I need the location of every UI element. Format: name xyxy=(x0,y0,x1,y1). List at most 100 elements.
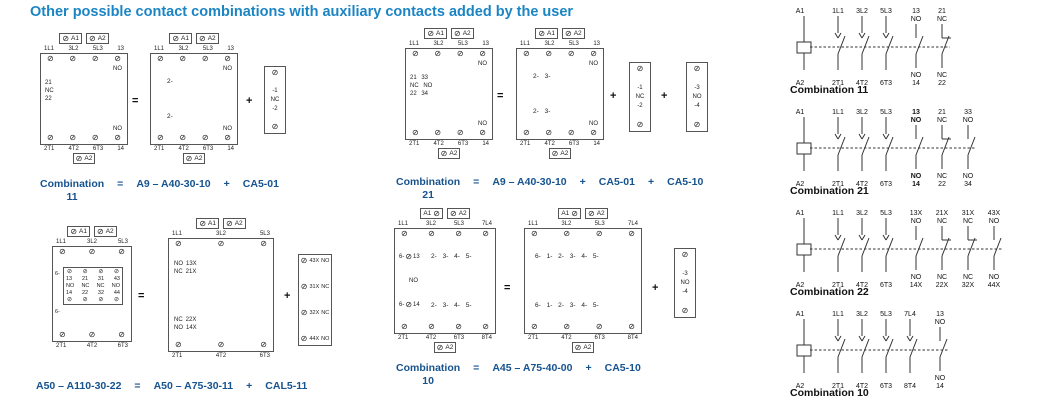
aux-marking: -1 xyxy=(637,85,643,91)
coil-symbol xyxy=(796,344,812,357)
pole-label: 2T1 xyxy=(398,335,409,341)
screw-terminal-icon: ⊘ xyxy=(434,128,442,137)
product-code: CA5-01 xyxy=(598,176,635,188)
schematic-label: 5L3 xyxy=(880,8,892,15)
slot-marking: 2- 3- xyxy=(533,73,551,80)
aux-contact-type: NC xyxy=(96,283,105,289)
wire xyxy=(885,32,890,39)
schematic-label: A2 xyxy=(796,80,805,87)
pole-label: 6T3 xyxy=(92,146,104,152)
pole-label: 5L3 xyxy=(594,221,605,227)
terminal-label: A2 xyxy=(560,150,569,157)
aux-terminal-number: 14 xyxy=(413,302,420,308)
equals-sign: = xyxy=(473,362,480,374)
coil-symbol xyxy=(796,41,812,54)
wire xyxy=(915,35,924,55)
coil-terminals: ⊘A1 ⊘A2 xyxy=(67,226,117,237)
aux-marking: NC xyxy=(270,97,280,103)
schematic-label: 33 xyxy=(964,109,972,116)
aux-marking: -1 xyxy=(272,88,278,94)
screw-terminal-icon: ⊘ xyxy=(271,68,279,77)
equals-operator: = xyxy=(497,90,504,102)
aux-marking: NC xyxy=(635,94,645,100)
screw-terminal-icon: ⊘ xyxy=(693,120,701,129)
screw-terminal-icon: ⊘ xyxy=(179,54,187,63)
pole-label: 6T3 xyxy=(202,146,214,152)
terminal-label: A2 xyxy=(449,150,458,157)
schematic-label: 14 xyxy=(912,80,920,87)
schematic-label: 22X xyxy=(936,282,949,289)
coil-terminals: ⊘A1 ⊘A2 xyxy=(59,33,109,44)
schematic-label: A1 xyxy=(796,311,805,318)
screw-terminal-icon: ⊘ xyxy=(412,128,419,137)
screw-terminal-icon: ⊘ xyxy=(565,28,572,38)
terminal-box-a2: ⊘A2 xyxy=(571,342,595,353)
terminal-box-a1: ⊘A1 xyxy=(59,33,82,44)
schematic-caption: Combination 11 xyxy=(790,84,869,96)
aux-marking: NC NO xyxy=(410,83,433,89)
slot-marking: 6- xyxy=(55,271,60,277)
plus-sign: + xyxy=(647,176,655,188)
aux-terminal-number: 44X xyxy=(309,336,320,342)
product-code: CAL5-11 xyxy=(265,380,308,392)
screw-row: ⊘⊘⊘⊘ xyxy=(66,297,120,303)
screw-terminal-icon: ⊘ xyxy=(595,322,603,331)
pole-label: 3L2 xyxy=(544,41,555,47)
terminal-label: A1 xyxy=(181,35,189,42)
terminal-box-a1: ⊘A1 xyxy=(67,226,90,237)
pole-label: 2T1 xyxy=(172,353,183,359)
equals-operator: = xyxy=(138,290,145,302)
schematic-label: NO xyxy=(935,375,946,382)
terminal-box-a2: ⊘A2 xyxy=(182,153,206,164)
terminal-box-a2: ⊘A2 xyxy=(585,208,608,219)
terminal-box-a2: ⊘A2 xyxy=(72,153,96,164)
aux-marking: -4 xyxy=(694,103,700,109)
slot-marking: 2- 3- 4- 5- xyxy=(431,253,472,260)
schematic-label: 4T2 xyxy=(856,181,868,188)
schematic-label: 2T1 xyxy=(832,282,844,289)
screw-terminal-icon: ⊘ xyxy=(113,297,119,303)
device-body: ⊘⊘⊘⊘ 6-⊘13 NO 6-⊘14 2- 3- 4- 5-2- 3- 4- … xyxy=(394,228,496,334)
screw-terminal-icon: ⊘ xyxy=(412,49,419,58)
aux-marking: 22 34 xyxy=(410,91,429,97)
accessory-slot-markings: 2- 3- 4- 5-2- 3- 4- 5- xyxy=(431,253,489,309)
terminal-label: A2 xyxy=(84,155,93,162)
screw-terminal-icon: ⊘ xyxy=(69,54,77,63)
no-marking-bottom: NO xyxy=(113,126,122,132)
pole-label: 3L2 xyxy=(215,231,226,237)
screw-terminal-icon: ⊘ xyxy=(405,252,413,261)
aux-terminal-number: 43X xyxy=(309,258,320,264)
terminal-box-a2: ⊘A2 xyxy=(562,28,585,39)
schematic-label: 4T2 xyxy=(856,282,868,289)
schematic-label: NO xyxy=(963,117,974,124)
screw-terminal-icon: ⊘ xyxy=(455,322,462,331)
schematic-label: NC xyxy=(937,173,947,180)
wire xyxy=(837,335,842,342)
terminal-box-a2: ⊘A2 xyxy=(86,33,109,44)
plus-operator: + xyxy=(661,90,668,102)
screw-row-top: ⊘⊘⊘⊘ xyxy=(395,229,495,239)
screw-terminal-icon: ⊘ xyxy=(428,229,435,238)
schematic-label: 22 xyxy=(938,80,946,87)
screw-row-bottom: ⊘⊘⊘⊘ xyxy=(151,133,237,143)
pole-label: 13 xyxy=(593,41,600,47)
terminal-label: A2 xyxy=(207,35,216,42)
device-body: ⊘⊘⊘⊘ 6- 1- 2- 3- 4- 5-6- 1- 2- 3- 4- 5- … xyxy=(524,228,642,334)
pole-label: 6T3 xyxy=(453,335,465,341)
